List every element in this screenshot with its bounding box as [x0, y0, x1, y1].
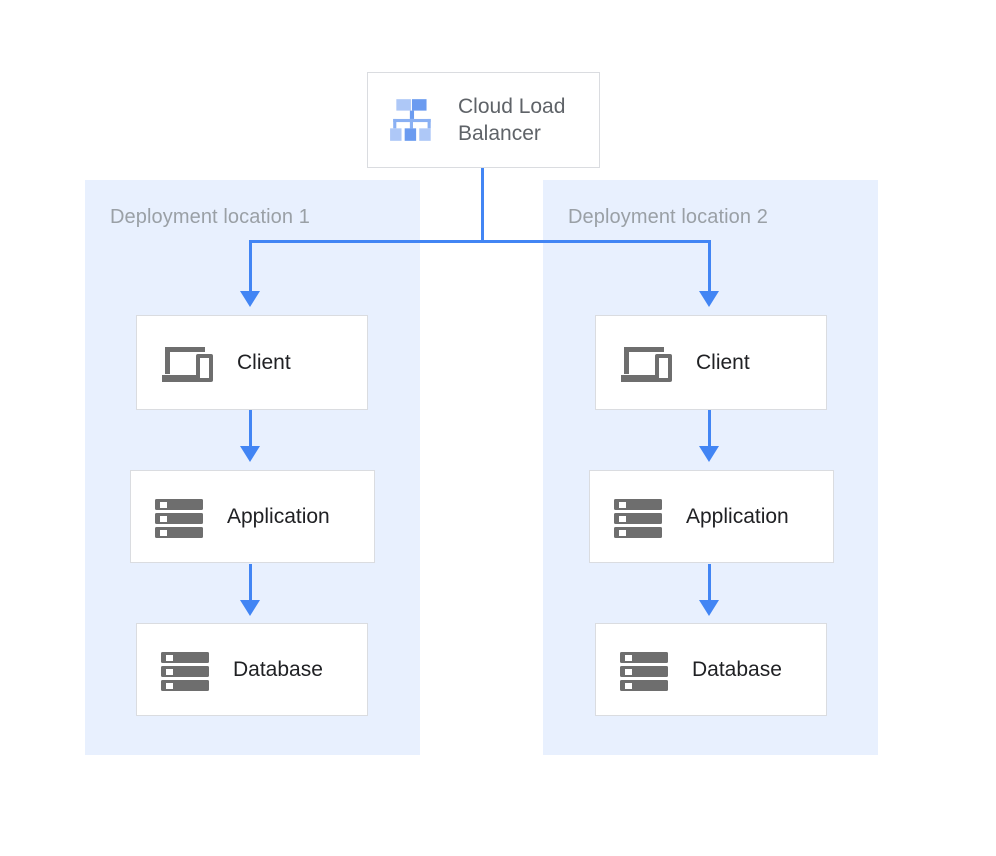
connector-lb-stem [481, 168, 484, 242]
arrowhead-lb-to-client-1 [240, 291, 260, 307]
arrowhead-lb-to-client-2 [699, 291, 719, 307]
server-stack-icon [612, 493, 666, 541]
devices-icon [159, 339, 217, 387]
node-application-1[interactable]: Application [130, 470, 375, 563]
connector-application-2-to-database-2 [708, 564, 711, 602]
server-stack-icon [159, 646, 213, 694]
connector-client-2-to-application-2 [708, 410, 711, 448]
server-stack-icon [153, 493, 207, 541]
server-stack-icon [618, 646, 672, 694]
connector-lb-to-client-2 [708, 240, 711, 293]
cloud-load-balancer-icon [388, 95, 438, 145]
node-client-2[interactable]: Client [595, 315, 827, 410]
arrowhead-application-1-to-database-1 [240, 600, 260, 616]
devices-icon [618, 339, 676, 387]
node-client-2-label: Client [696, 350, 750, 374]
connector-lb-to-client-1 [249, 240, 252, 293]
node-database-1[interactable]: Database [136, 623, 368, 716]
node-cloud-load-balancer[interactable]: Cloud Load Balancer [367, 72, 600, 168]
node-client-1[interactable]: Client [136, 315, 368, 410]
node-database-1-label: Database [233, 657, 323, 681]
arrowhead-application-2-to-database-2 [699, 600, 719, 616]
node-cloud-load-balancer-label: Cloud Load Balancer [458, 95, 566, 145]
connector-lb-bus [249, 240, 710, 243]
deployment-zone-1-label: Deployment location 1 [110, 206, 310, 228]
node-database-2[interactable]: Database [595, 623, 827, 716]
node-client-1-label: Client [237, 350, 291, 374]
deployment-zone-2-label: Deployment location 2 [568, 206, 768, 228]
node-application-2-label: Application [686, 504, 789, 528]
arrowhead-client-2-to-application-2 [699, 446, 719, 462]
node-application-1-label: Application [227, 504, 330, 528]
node-application-2[interactable]: Application [589, 470, 834, 563]
node-database-2-label: Database [692, 657, 782, 681]
arrowhead-client-1-to-application-1 [240, 446, 260, 462]
connector-application-1-to-database-1 [249, 564, 252, 602]
connector-client-1-to-application-1 [249, 410, 252, 448]
